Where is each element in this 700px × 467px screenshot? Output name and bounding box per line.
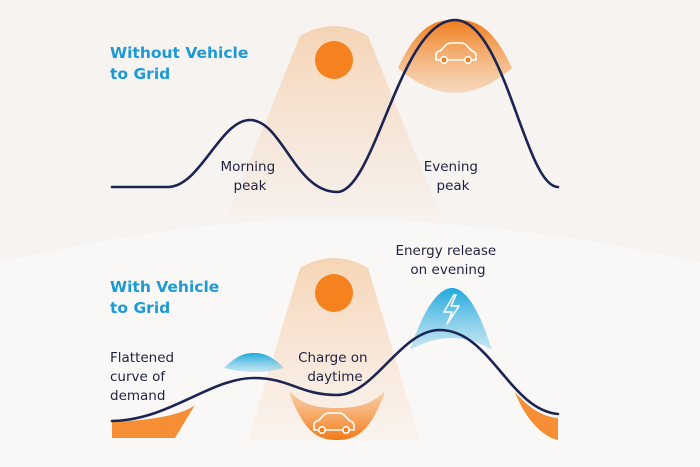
top-title: Without Vehicle to Grid — [110, 44, 254, 83]
right-charge-fill — [515, 392, 558, 440]
demand-curve — [110, 18, 560, 194]
morning-peak-label: Morning peak — [221, 159, 280, 194]
car-icon — [313, 412, 355, 434]
evening-peak-fill — [398, 20, 512, 93]
flattened-curve-label: Flattened curve of demand — [110, 350, 178, 404]
car-icon — [435, 42, 477, 64]
sun-beam — [228, 26, 440, 215]
sun-icon — [315, 41, 353, 79]
energy-release-label: Energy release on evening — [395, 243, 500, 278]
top-panel: Without Vehicle to Grid Morning peak Eve… — [110, 18, 560, 215]
evening-peak-label: Evening peak — [424, 159, 483, 194]
charge-daytime-label: Charge on daytime — [298, 350, 372, 385]
lightning-bolt-icon — [443, 294, 460, 325]
bottom-panel: With Vehicle to Grid Flattened curve of … — [110, 243, 560, 440]
morning-release-fill — [224, 353, 284, 372]
sun-icon — [315, 274, 353, 312]
left-charge-fill — [112, 405, 195, 438]
flattened-demand-curve — [110, 328, 560, 423]
bottom-title: With Vehicle to Grid — [110, 278, 225, 317]
